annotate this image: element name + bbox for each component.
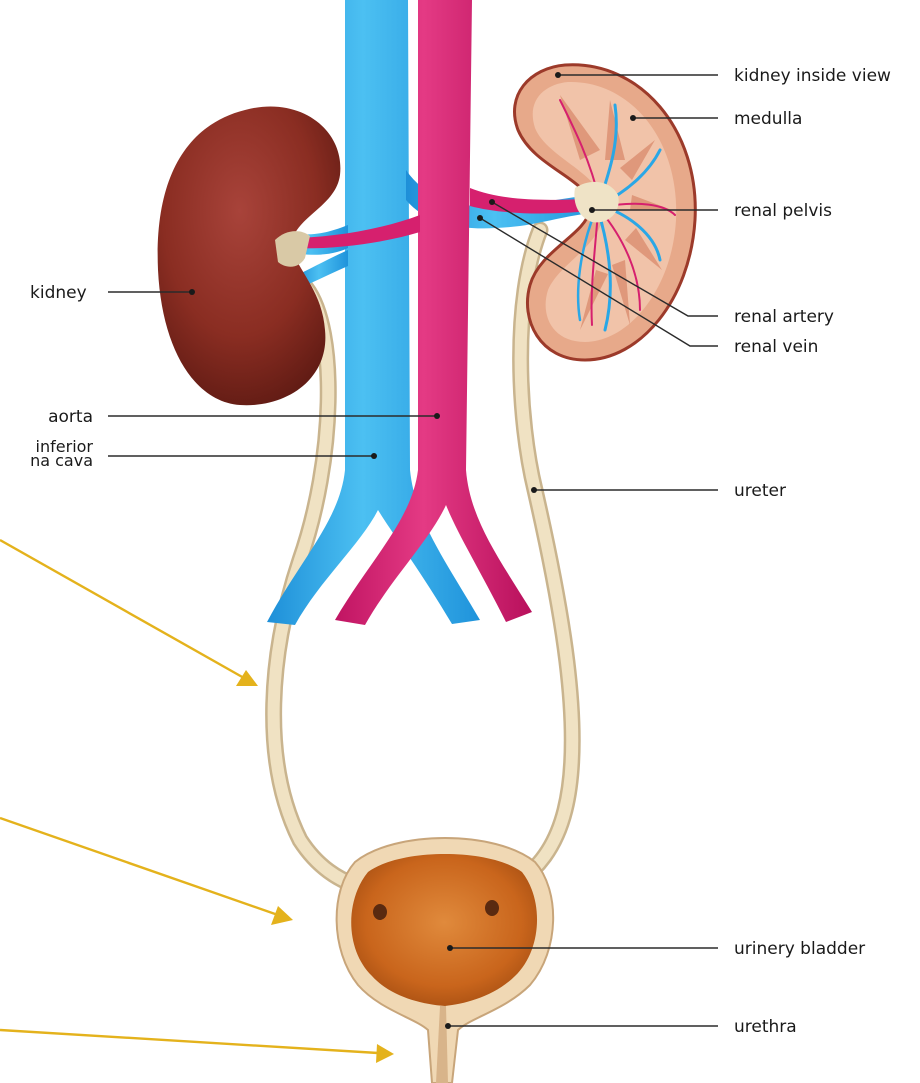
arrow-to-urethra bbox=[0, 1030, 378, 1053]
kidney-left bbox=[158, 106, 341, 405]
label-kidney: kidney bbox=[30, 283, 87, 303]
label-urinary-bladder: urinery bladder bbox=[734, 939, 865, 959]
label-renal-vein: renal vein bbox=[734, 337, 818, 357]
arrow-to-ureter bbox=[0, 540, 244, 678]
label-urethra: urethra bbox=[734, 1017, 797, 1037]
label-aorta: aorta bbox=[48, 407, 93, 427]
arrow-head-urethra bbox=[376, 1044, 394, 1063]
label-renal-pelvis: renal pelvis bbox=[734, 201, 832, 221]
label-medulla: medulla bbox=[734, 109, 802, 129]
label-renal-artery: renal artery bbox=[734, 307, 834, 327]
label-vena-cava: na cava bbox=[30, 451, 93, 470]
arrow-head-ureter bbox=[236, 670, 258, 686]
arrow-head-bladder bbox=[271, 906, 293, 925]
label-kidney-inside-view: kidney inside view bbox=[734, 66, 891, 86]
arrow-to-bladder bbox=[0, 818, 278, 915]
label-ureter: ureter bbox=[734, 481, 786, 501]
annotation-arrows bbox=[0, 540, 394, 1063]
urinary-bladder bbox=[337, 838, 554, 1083]
